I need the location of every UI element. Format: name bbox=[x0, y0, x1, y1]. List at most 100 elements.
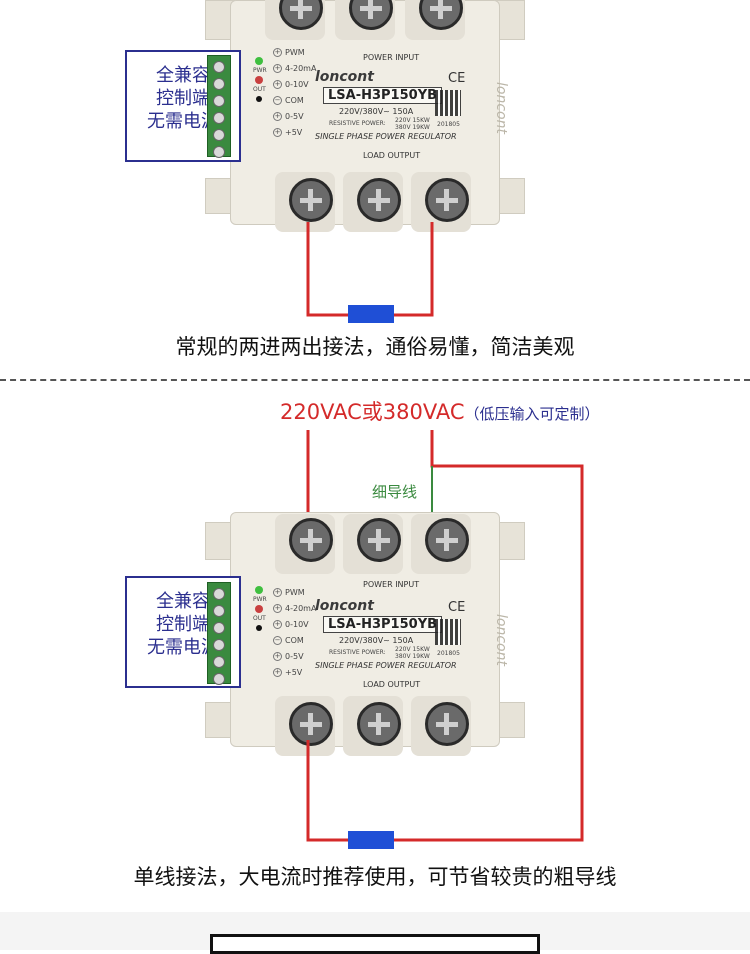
pin-label: 0-5V bbox=[285, 112, 304, 121]
input-screw-3 bbox=[425, 518, 469, 562]
resistive-220: 220V 15KW bbox=[395, 117, 430, 124]
pin-label: PWM bbox=[285, 48, 305, 57]
terminal-screw-icon bbox=[213, 78, 225, 90]
pin-label: PWM bbox=[285, 588, 305, 597]
pin-marker-icon: + bbox=[273, 620, 282, 629]
pin-marker-icon: + bbox=[273, 588, 282, 597]
resistive-label: RESISTIVE POWER: bbox=[329, 120, 386, 127]
control-note-line2: 控制端 bbox=[156, 614, 210, 635]
control-terminal-block bbox=[207, 582, 231, 685]
out-led bbox=[255, 605, 263, 613]
caption-top: 常规的两进两出接法，通俗易懂，简洁美观 bbox=[175, 335, 575, 359]
brand-logo: loncont bbox=[315, 598, 374, 614]
resistive-label: RESISTIVE POWER: bbox=[329, 649, 386, 656]
load-output-label: LOAD OUTPUT bbox=[363, 680, 421, 689]
load-connector-top bbox=[348, 305, 394, 323]
terminal-screw-icon bbox=[213, 605, 225, 617]
terminal-screw-icon bbox=[213, 673, 225, 685]
output-screw-2 bbox=[357, 178, 401, 222]
pin-marker-icon: − bbox=[273, 636, 282, 645]
pin-marker-icon: + bbox=[273, 604, 282, 613]
output-screw-3 bbox=[425, 178, 469, 222]
load-wire-bottom bbox=[306, 740, 350, 842]
load-output-label: LOAD OUTPUT bbox=[363, 151, 421, 160]
pin-marker-icon: + bbox=[273, 48, 282, 57]
terminal-screw-icon bbox=[213, 95, 225, 107]
pin-label: 0-10V bbox=[285, 620, 309, 629]
out-led-label: OUT bbox=[253, 615, 266, 622]
pin-marker-icon: + bbox=[273, 128, 282, 137]
resistive-380: 380V 19KW bbox=[395, 124, 430, 131]
control-note-line2: 控制端 bbox=[156, 88, 210, 109]
terminal-screw-icon bbox=[213, 639, 225, 651]
ce-mark: CE bbox=[448, 71, 466, 86]
resistive-380: 380V 19KW bbox=[395, 653, 430, 660]
pin-marker-icon: − bbox=[273, 96, 282, 105]
load-connector-bottom bbox=[348, 831, 394, 849]
terminal-screw-icon bbox=[213, 588, 225, 600]
caption-bottom: 单线接法，大电流时推荐使用，可节省较贵的粗导线 bbox=[133, 865, 617, 889]
out-led bbox=[255, 76, 263, 84]
dot-indicator bbox=[256, 96, 262, 102]
pin-label: COM bbox=[285, 636, 304, 645]
control-note-line3: 无需电源 bbox=[147, 637, 219, 658]
regulator-bottom: POWER INPUT PWR OUT loncont CE LSA-H3P15… bbox=[205, 512, 525, 756]
pin-label: 0-10V bbox=[285, 80, 309, 89]
input-screw-2 bbox=[357, 518, 401, 562]
side-brand-text: loncont bbox=[492, 614, 509, 666]
pin-label: 4-20mA bbox=[285, 604, 317, 613]
pin-marker-icon: + bbox=[273, 64, 282, 73]
power-input-label: POWER INPUT bbox=[363, 580, 420, 589]
supply-wire-right bbox=[430, 430, 584, 842]
pin-marker-icon: + bbox=[273, 668, 282, 677]
pin-label: 4-20mA bbox=[285, 64, 317, 73]
pin-label: 0-5V bbox=[285, 652, 304, 661]
terminal-screw-icon bbox=[213, 129, 225, 141]
pwr-led-label: PWR bbox=[253, 67, 267, 74]
voltage-label: 220VAC或380VAC bbox=[280, 400, 465, 424]
pin-marker-icon: + bbox=[273, 652, 282, 661]
label-panel: POWER INPUT PWR OUT loncont CE LSA-H3P15… bbox=[253, 45, 503, 165]
pin-label: +5V bbox=[285, 128, 303, 137]
input-screw-1 bbox=[289, 518, 333, 562]
control-terminal-block bbox=[207, 55, 231, 158]
control-note-line1: 全兼容 bbox=[156, 591, 210, 612]
product-name: SINGLE PHASE POWER REGULATOR bbox=[315, 661, 457, 670]
pin-label: +5V bbox=[285, 668, 303, 677]
terminal-screw-icon bbox=[213, 656, 225, 668]
date-code: 201805 bbox=[437, 650, 460, 657]
pwr-led bbox=[255, 586, 263, 594]
bottom-wiring-upper bbox=[306, 430, 584, 842]
terminal-screw-icon bbox=[213, 112, 225, 124]
voltage-note: （低压输入可定制） bbox=[464, 405, 600, 423]
load-wire-top bbox=[306, 222, 434, 317]
label-panel: POWER INPUT PWR OUT loncont CE LSA-H3P15… bbox=[253, 574, 503, 694]
date-code: 201805 bbox=[437, 121, 460, 128]
model-number: LSA-H3P150YB bbox=[323, 87, 443, 104]
control-note-line3: 无需电源 bbox=[147, 111, 219, 132]
model-number: LSA-H3P150YB bbox=[323, 616, 443, 633]
top-wiring bbox=[306, 222, 434, 323]
pin-marker-icon: + bbox=[273, 80, 282, 89]
qr-code-icon bbox=[435, 619, 461, 645]
pwr-led bbox=[255, 57, 263, 65]
control-note-line1: 全兼容 bbox=[156, 65, 210, 86]
resistive-220: 220V 15KW bbox=[395, 646, 430, 653]
ce-mark: CE bbox=[448, 600, 466, 615]
terminal-screw-icon bbox=[213, 622, 225, 634]
output-screw-2 bbox=[357, 702, 401, 746]
pin-labels: + PWM + 4-20mA + 0-10V − COM + 0-5V + +5… bbox=[273, 46, 333, 156]
pin-label: COM bbox=[285, 96, 304, 105]
product-name: SINGLE PHASE POWER REGULATOR bbox=[315, 132, 457, 141]
brand-logo: loncont bbox=[315, 69, 374, 85]
pwr-led-label: PWR bbox=[253, 596, 267, 603]
out-led-label: OUT bbox=[253, 86, 266, 93]
dot-indicator bbox=[256, 625, 262, 631]
voltage-heading: 220VAC或380VAC（低压输入可定制） bbox=[280, 396, 600, 426]
footer-frame bbox=[210, 934, 540, 954]
rating-text: 220V/380V~ 150A bbox=[339, 636, 414, 645]
pin-labels: + PWM + 4-20mA + 0-10V − COM + 0-5V + +5… bbox=[273, 586, 333, 696]
qr-code-icon bbox=[435, 90, 461, 116]
output-screw-3 bbox=[425, 702, 469, 746]
output-screw-1 bbox=[289, 702, 333, 746]
